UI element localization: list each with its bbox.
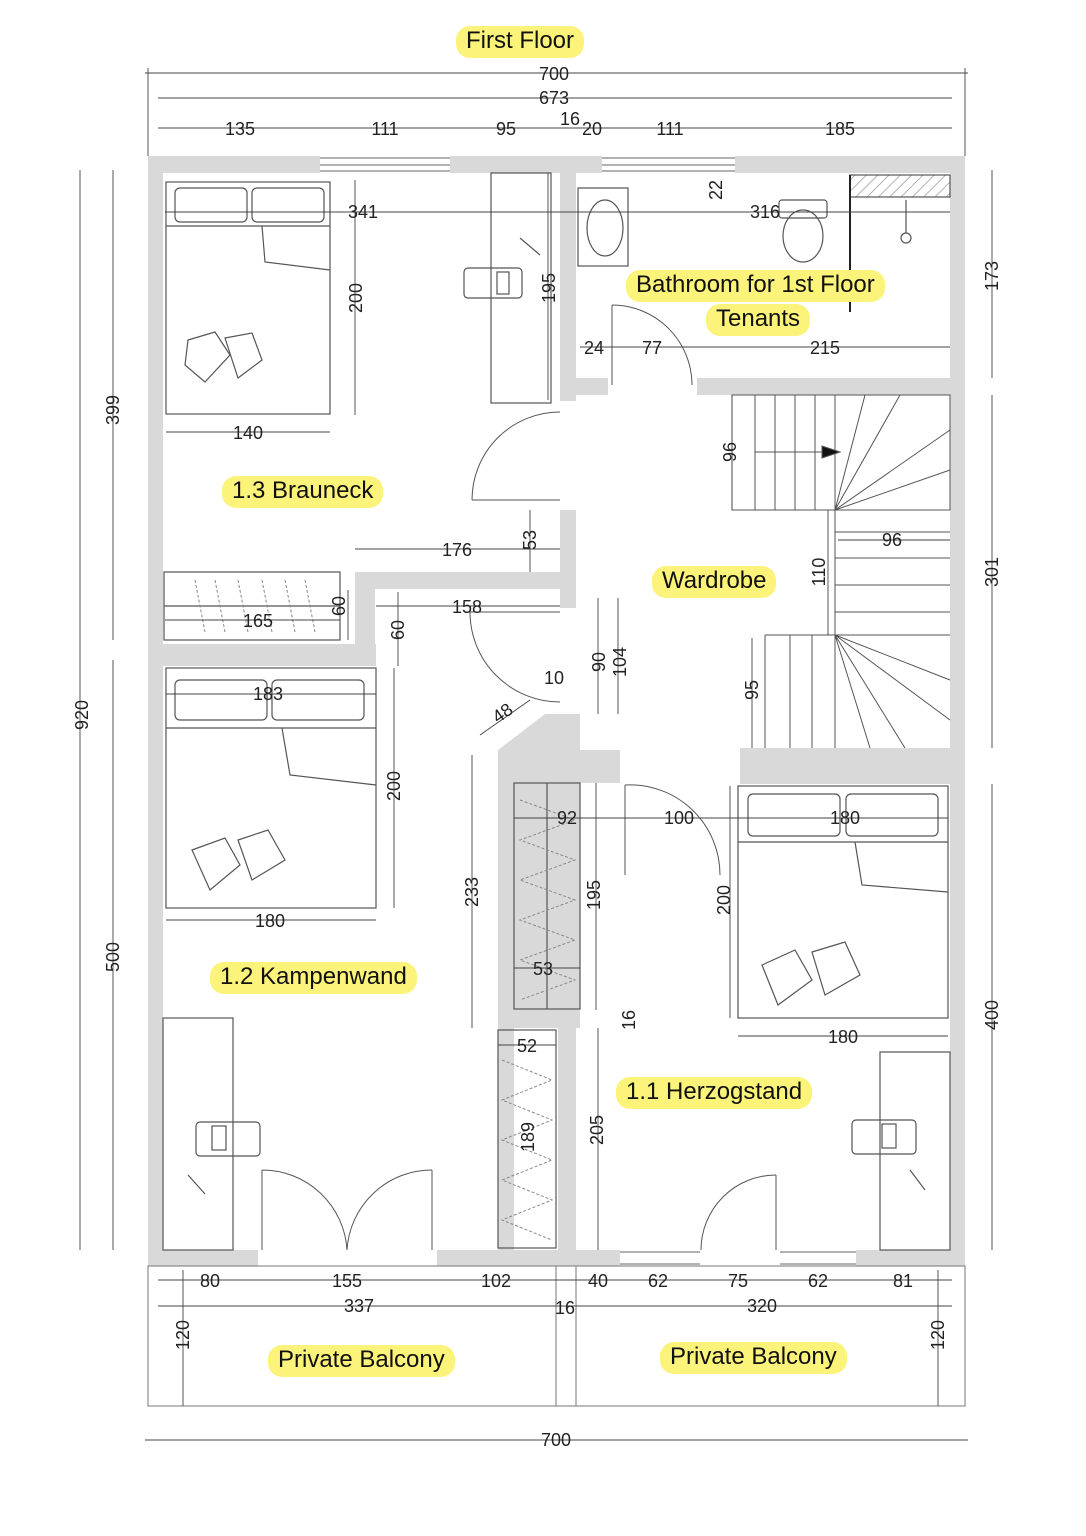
bed-brauneck <box>165 181 331 415</box>
dim-16: 16 <box>619 1010 639 1030</box>
dim-top-700: 700 <box>539 64 569 84</box>
dim-90: 90 <box>589 652 609 672</box>
dim-bal-120b: 120 <box>928 1320 948 1350</box>
dim-400: 400 <box>982 1000 1002 1030</box>
dim-bot-155: 155 <box>332 1271 362 1291</box>
dim-top-185: 185 <box>825 119 855 139</box>
balcony-outline <box>147 1265 966 1407</box>
dim-top-20: 20 <box>582 119 602 139</box>
dim-399: 399 <box>103 395 123 425</box>
dim-920: 920 <box>72 700 92 730</box>
dim-180c: 180 <box>828 1027 858 1047</box>
dim-53a: 53 <box>520 530 540 550</box>
desk-kampenwand <box>162 1017 234 1251</box>
dim-top-111b: 111 <box>656 119 683 139</box>
dim-95: 95 <box>742 680 762 700</box>
dim-110: 110 <box>809 558 829 587</box>
dim-top-135: 135 <box>225 119 255 139</box>
dim-205: 205 <box>587 1115 607 1145</box>
dim-500: 500 <box>103 942 123 972</box>
dim-173: 173 <box>982 261 1002 291</box>
dim-top-673: 673 <box>539 88 569 108</box>
dim-96b: 96 <box>882 530 902 550</box>
dim-180a: 180 <box>830 808 860 828</box>
dim-top-95: 95 <box>496 119 516 139</box>
hangers <box>194 579 577 1241</box>
dim-10: 10 <box>544 668 564 688</box>
dim-200a: 200 <box>346 283 366 313</box>
dim-158: 158 <box>452 597 482 617</box>
dim-bot-320: 320 <box>747 1296 777 1316</box>
dim-189: 189 <box>518 1122 538 1152</box>
dim-195b: 195 <box>584 880 604 910</box>
page-title: First Floor <box>456 26 584 58</box>
dim-bottom-700: 700 <box>541 1430 571 1450</box>
bed-kampenwand <box>165 667 377 909</box>
room-label-brauneck: 1.3 Brauneck <box>222 476 384 508</box>
dim-bot-62b: 62 <box>808 1271 828 1291</box>
dim-301: 301 <box>982 557 1002 587</box>
wardrobe-central-lower <box>497 1029 557 1249</box>
room-label-balcony-left: Private Balcony <box>268 1345 455 1377</box>
dim-24: 24 <box>584 338 604 358</box>
windows <box>320 157 856 1265</box>
dim-233: 233 <box>462 877 482 907</box>
dim-183: 183 <box>253 684 283 704</box>
dim-22: 22 <box>706 180 726 200</box>
desk-brauneck <box>490 172 552 404</box>
dim-165: 165 <box>243 611 273 631</box>
doors <box>261 304 777 1251</box>
dim-bot-81: 81 <box>893 1271 913 1291</box>
dim-200b: 200 <box>384 771 404 801</box>
dim-bot-337: 337 <box>344 1296 374 1316</box>
walls <box>148 156 965 1266</box>
dim-top-16: 16 <box>560 109 580 129</box>
room-label-herzogstand: 1.1 Herzogstand <box>616 1077 813 1109</box>
bed-herzogstand <box>737 785 949 1019</box>
room-label-wardrobe: Wardrobe <box>652 566 777 598</box>
room-label-balcony-right: Private Balcony <box>660 1342 847 1374</box>
sink <box>577 187 629 267</box>
dimension-lines <box>79 68 993 1441</box>
dim-bal-120a: 120 <box>173 1320 193 1350</box>
stairs <box>731 394 951 749</box>
dim-195a: 195 <box>539 273 559 303</box>
toilet <box>778 199 828 219</box>
shower <box>849 174 951 198</box>
dim-96a: 96 <box>720 442 740 462</box>
dim-140: 140 <box>233 423 263 443</box>
dim-77: 77 <box>642 338 662 358</box>
dim-60b: 60 <box>388 620 408 640</box>
dim-100: 100 <box>664 808 694 828</box>
dim-104: 104 <box>610 647 630 677</box>
dim-bot-16: 16 <box>555 1298 575 1318</box>
dim-top-111a: 111 <box>371 119 398 139</box>
dim-200c: 200 <box>714 885 734 915</box>
room-label-kampenwand: 1.2 Kampenwand <box>210 962 417 994</box>
dim-bot-75: 75 <box>728 1271 748 1291</box>
dim-bot-80: 80 <box>200 1271 220 1291</box>
dim-316: 316 <box>750 202 780 222</box>
dim-215: 215 <box>810 338 840 358</box>
dim-176: 176 <box>442 540 472 560</box>
desk-herzogstand <box>879 1051 951 1251</box>
dim-bot-40: 40 <box>588 1271 608 1291</box>
dim-bot-102: 102 <box>481 1271 511 1291</box>
dim-60a: 60 <box>329 596 349 616</box>
room-label-bathroom-line1: Bathroom for 1st Floor <box>626 270 885 302</box>
dim-52: 52 <box>517 1036 537 1056</box>
room-label-bathroom-line2: Tenants <box>706 304 811 336</box>
dim-bot-62a: 62 <box>648 1271 668 1291</box>
dim-48: 48 <box>489 699 517 727</box>
dimension-labels: 700 673 135 111 95 16 20 111 185 341 316… <box>72 64 1002 1450</box>
furniture <box>162 172 951 1251</box>
dim-341: 341 <box>348 202 378 222</box>
dim-53b: 53 <box>533 959 553 979</box>
dim-92: 92 <box>557 808 577 828</box>
dim-180b: 180 <box>255 911 285 931</box>
